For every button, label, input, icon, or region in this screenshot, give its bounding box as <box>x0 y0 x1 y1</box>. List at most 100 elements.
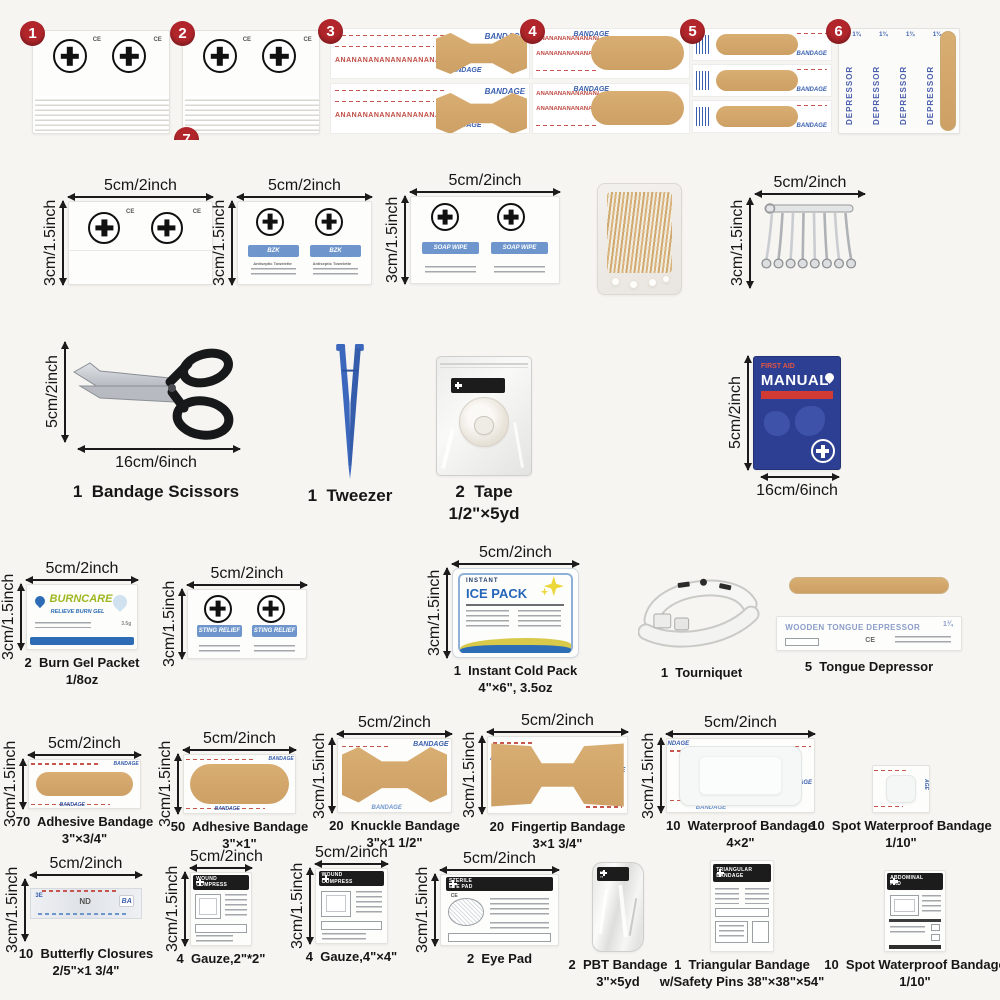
dimension-arrow <box>439 866 560 874</box>
bandage-scissors-image <box>73 348 234 440</box>
adhesive-bandage-pill <box>716 69 798 91</box>
pouch-header: ABDOMINAL PAD <box>887 873 943 890</box>
graphic-pbt-bandage: ▪▪▪ ▪▪ <box>592 862 644 952</box>
dimension-arrow <box>77 445 241 453</box>
diagram-box <box>752 920 769 943</box>
graphic-safety-pins <box>755 198 865 288</box>
dimension-arrow <box>17 583 25 651</box>
graphic-item-3: ANANANANANANANANANANANANANBANDAGEBANDAGE… <box>330 28 530 134</box>
medical-cross-icon <box>716 869 724 877</box>
ce-mark: CE <box>865 637 875 645</box>
wrapper-print <box>186 807 266 810</box>
dim-label-width: 5cm/2inch <box>203 730 276 747</box>
wrapper-bandage-text: BANDAGE <box>695 804 727 811</box>
wrapper-bandage-text: AGE <box>799 780 813 786</box>
caption-line2: 1/8oz <box>65 671 99 687</box>
dim-label-width: 5cm/2inch <box>49 855 123 872</box>
ce-mark: CE <box>126 209 135 216</box>
burncare-title: BURNCARE <box>49 593 113 606</box>
depressor-label-text: DEPRESSOR <box>845 66 855 126</box>
wrapper-bandage-text: BANDAGE <box>59 801 85 808</box>
fine-print-lines <box>322 932 367 941</box>
adhesive-bandage-pill <box>590 35 685 71</box>
zip-line <box>439 367 529 368</box>
fine-print-lines <box>518 610 562 631</box>
strip-text-box: BA <box>119 895 135 908</box>
swab-tip <box>648 278 657 288</box>
dimension-arrow <box>451 560 580 568</box>
number-badge: 6 <box>826 19 851 44</box>
check-box <box>931 924 940 932</box>
cross-logo-icon <box>52 39 87 74</box>
wrapper-bandage-text: BANDAGE <box>796 50 827 57</box>
fine-print-lines <box>744 887 769 905</box>
caption-line1: 50 Adhesive Bandage <box>170 819 309 834</box>
fine-print-lines <box>465 610 510 631</box>
graphic-tweezer <box>326 342 374 480</box>
dimension-arrow <box>25 576 139 584</box>
burncare-subtitle: RELIEVE BURN GEL <box>50 609 105 616</box>
ce-mark: CE <box>303 37 312 44</box>
wrapper-print <box>585 806 623 808</box>
caption-line1: 4 Gauze,4"×4" <box>305 949 398 964</box>
wrapper-print <box>42 890 119 892</box>
depressor-len: 1¾ <box>932 32 942 39</box>
icepack-title: ICE PACK <box>465 586 528 601</box>
cross-logo-icon <box>431 203 459 232</box>
wrapper-bandage-text: BANDAGE <box>268 756 294 763</box>
cross-logo-icon <box>315 207 344 236</box>
cross-logo-icon <box>255 207 284 236</box>
swab-sticks <box>607 191 672 273</box>
caption-line1: 1 Instant Cold Pack <box>453 663 578 678</box>
swab-tip <box>661 274 670 283</box>
cross-logo-icon <box>202 39 237 74</box>
abdominal-diagram <box>890 894 919 916</box>
zip-line <box>439 363 529 365</box>
number-badge: 7 <box>174 127 199 140</box>
pouch-header-text: ABDOMINAL PAD <box>890 875 924 888</box>
medical-cross-icon <box>262 600 279 617</box>
caption-line2: 2/5"×1 3/4" <box>52 962 120 978</box>
caption-line1: 2 Eye Pad <box>466 951 533 966</box>
number-badge: 4 <box>520 19 545 44</box>
cross-icon-white <box>600 869 608 878</box>
dim-label-width: 5cm/2inch <box>48 735 121 752</box>
medical-cross-icon <box>600 869 607 877</box>
burncare-weight: 3.5g <box>121 620 132 627</box>
eyepad-diagram <box>448 898 485 926</box>
graphic-spot-waterproof-bandage: AGE <box>872 765 930 813</box>
medical-cross-icon <box>321 874 330 883</box>
number-badge: 1 <box>20 21 45 46</box>
waterproof-pad-inner <box>698 756 783 795</box>
wrapper-bandage-text: BANDAGE <box>796 86 827 93</box>
manual-cross-emblem <box>810 439 835 464</box>
dimension-arrow <box>401 195 409 285</box>
dimension-arrow <box>306 867 314 945</box>
dim-label-height: 5cm/2inch <box>44 355 61 429</box>
dim-label-width: 5cm/2inch <box>704 714 777 731</box>
fine-print-lines <box>199 645 240 655</box>
wrapper-bandage-text: BANDAGE <box>573 30 609 38</box>
wooden-label: WOODEN TONGUE DEPRESSOR <box>785 622 921 632</box>
cross-icon-white <box>716 869 724 877</box>
wrapper-print <box>536 124 599 127</box>
depressor-label-text: DEPRESSOR <box>925 66 935 126</box>
wrapper-bandage-text: BANDAGE <box>113 761 139 767</box>
cross-logo-icon <box>203 594 232 623</box>
caption-line1: 10 Spot Waterproof Bandage <box>824 957 1000 972</box>
barcode <box>695 107 711 126</box>
tweezer-image <box>336 343 364 480</box>
graphic-adhesive-bandage-70: BANDAGE BANDAGE <box>28 759 141 809</box>
burncare-stripe <box>30 636 134 645</box>
